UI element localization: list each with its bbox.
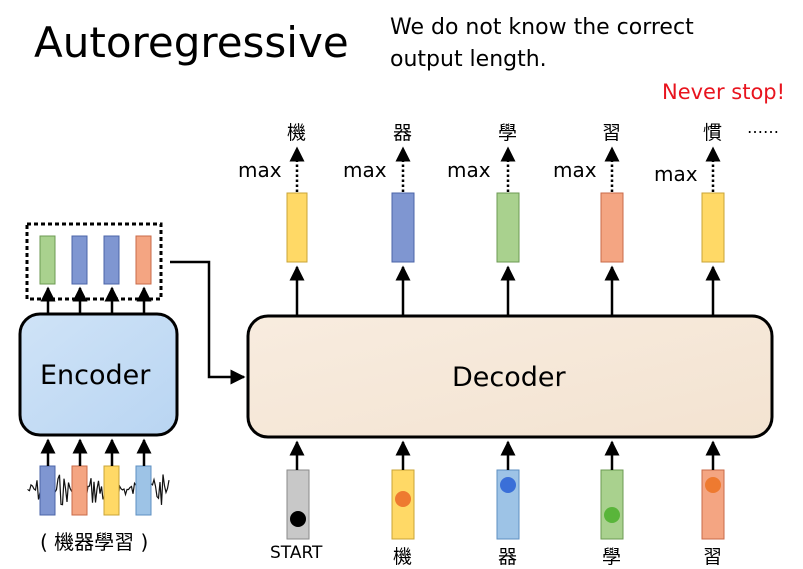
decoder-output-vector-3 <box>496 192 520 263</box>
encoder-output-frame <box>25 222 163 301</box>
encoder-input-vector-orange <box>71 465 88 516</box>
note-line-2: output length. <box>390 47 547 72</box>
note-text: We do not know the correct output length… <box>390 12 694 76</box>
page-title: Autoregressive <box>34 18 349 67</box>
input-dot-4 <box>604 507 620 523</box>
input-dot-5 <box>705 477 721 493</box>
encoder-input-vector-yellow <box>103 465 120 516</box>
max-label-2: max <box>343 158 387 182</box>
encoder-box <box>18 312 179 437</box>
decoder-output-arrows <box>289 265 721 316</box>
encoder-to-decoder-arrow <box>170 260 246 385</box>
max-label-4: max <box>553 158 597 182</box>
max-arrows <box>289 146 721 192</box>
max-label-1: max <box>238 158 282 182</box>
encoder-input-arrows <box>40 438 152 466</box>
decoder-input-vector-start <box>286 469 310 540</box>
output-token-4: 習 <box>602 122 622 144</box>
max-label-3: max <box>447 158 491 182</box>
decoder-output-vector-1 <box>286 192 308 263</box>
input-dot-2 <box>395 491 411 507</box>
encoder-output-vector-blue-1 <box>71 235 88 285</box>
input-token-5: 習 <box>703 546 723 568</box>
output-token-2: 器 <box>393 122 413 144</box>
encoder-output-vector-orange <box>135 235 152 285</box>
encoder-label: Encoder <box>40 360 151 391</box>
output-ellipsis: …… <box>747 118 779 137</box>
encoder-output-vector-blue-2 <box>103 235 120 285</box>
input-token-2: 機 <box>393 546 413 568</box>
input-token-4: 學 <box>602 546 622 568</box>
decoder-output-vector-2 <box>391 192 415 263</box>
decoder-box <box>246 314 774 439</box>
decoder-output-vector-5 <box>701 192 725 263</box>
encoder-input-vector-blue <box>39 465 56 516</box>
input-dot-3 <box>500 477 516 493</box>
output-token-5: 慣 <box>703 122 723 144</box>
output-token-3: 學 <box>498 122 518 144</box>
decoder-output-vector-4 <box>600 192 624 263</box>
input-token-start: START <box>270 543 323 563</box>
decoder-input-vector-4 <box>600 469 624 540</box>
input-token-3: 器 <box>498 546 518 568</box>
decoder-input-arrows <box>289 440 721 470</box>
max-label-5: max <box>654 162 698 186</box>
never-stop-warning: Never stop! <box>662 80 786 104</box>
encoder-input-caption: ( 機器學習 ) <box>40 530 149 554</box>
output-token-1: 機 <box>287 122 307 144</box>
start-dot <box>290 511 306 527</box>
decoder-label: Decoder <box>452 362 566 393</box>
encoder-input-vector-light-blue <box>135 465 152 516</box>
encoder-output-arrows <box>40 286 152 314</box>
note-line-1: We do not know the correct <box>390 15 694 40</box>
encoder-output-vector-green <box>39 235 56 285</box>
